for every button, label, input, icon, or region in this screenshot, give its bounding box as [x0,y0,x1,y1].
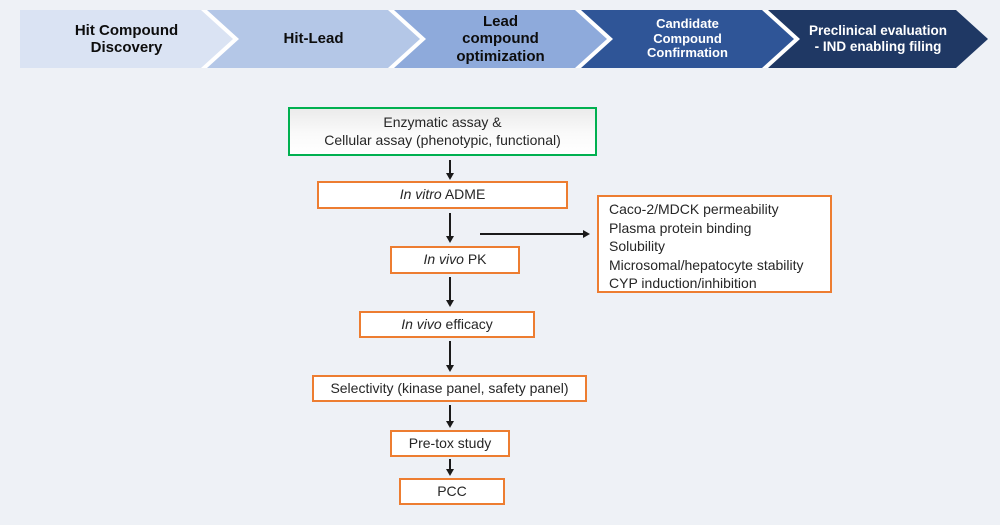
arrow-right-connector [480,229,590,239]
flow-node-label: Selectivity (kinase panel, safety panel) [330,379,569,396]
arrow-down-connector [445,405,455,428]
arrow-down-connector [445,277,455,307]
flow-node-in-vivo-efficacy: In vivo efficacy [359,311,535,338]
arrow-down-connector [445,341,455,372]
flow-node-label: In vivo PK [423,251,486,269]
adme-detail-item: Microsomal/hepatocyte stability [609,256,804,273]
flow-node-pcc: PCC [399,478,505,505]
stage-lead-compound-optimization: Lead compound optimization [394,10,607,68]
flow-node-label: In vivo efficacy [401,316,493,334]
arrow-down-connector [445,213,455,243]
flow-node-label: Enzymatic assay & Cellular assay (phenot… [324,114,561,149]
assay-line-2: Cellular assay (phenotypic, functional) [324,131,561,148]
label-regular-part: PK [463,251,487,268]
label-regular-part: efficacy [441,315,493,332]
stage-label: Hit-Lead [283,30,344,48]
flow-node-label: In vitro ADME [400,186,486,204]
stage-hit-lead: Hit-Lead [207,10,420,68]
stage-label: Lead compound optimization [456,13,545,65]
assay-line-1: Enzymatic assay & [383,114,502,130]
adme-detail-item: CYP induction/inhibition [609,275,757,292]
flow-node-enzymatic-cellular-assay: Enzymatic assay & Cellular assay (phenot… [288,107,597,156]
arrow-down-connector [445,459,455,476]
stage-label: Candidate Compound Confirmation [647,15,728,61]
stage-label: Preclinical evaluation - IND enabling fi… [808,23,948,54]
flow-node-selectivity: Selectivity (kinase panel, safety panel) [312,375,587,402]
adme-detail-item: Solubility [609,238,666,255]
flow-node-pretox-study: Pre-tox study [390,430,510,457]
label-regular-part: ADME [441,186,486,203]
flow-node-in-vitro-adme: In vitro ADME [317,181,568,209]
flow-node-in-vivo-pk: In vivo PK [390,246,520,274]
adme-detail-item: Caco-2/MDCK permeability [609,201,779,217]
stage-preclinical-evaluation: Preclinical evaluation - IND enabling fi… [768,10,988,68]
adme-detail-item: Plasma protein binding [609,219,752,236]
stage-label: Hit Compound Discovery [74,21,179,56]
pipeline-stage-banner: Hit Compound Discovery Hit-Lead Lead com… [20,10,988,68]
adme-assay-details-box: Caco-2/MDCK permeability Plasma protein … [597,195,832,293]
label-italic-part: In vitro [399,186,442,203]
flow-node-label: Pre-tox study [408,434,492,451]
flow-node-label: PCC [437,482,467,499]
arrow-down-connector [445,160,455,180]
stage-hit-compound-discovery: Hit Compound Discovery [20,10,233,68]
label-italic-part: In vivo [401,315,442,332]
stage-candidate-compound-confirmation: Candidate Compound Confirmation [581,10,794,68]
label-italic-part: In vivo [423,251,464,268]
